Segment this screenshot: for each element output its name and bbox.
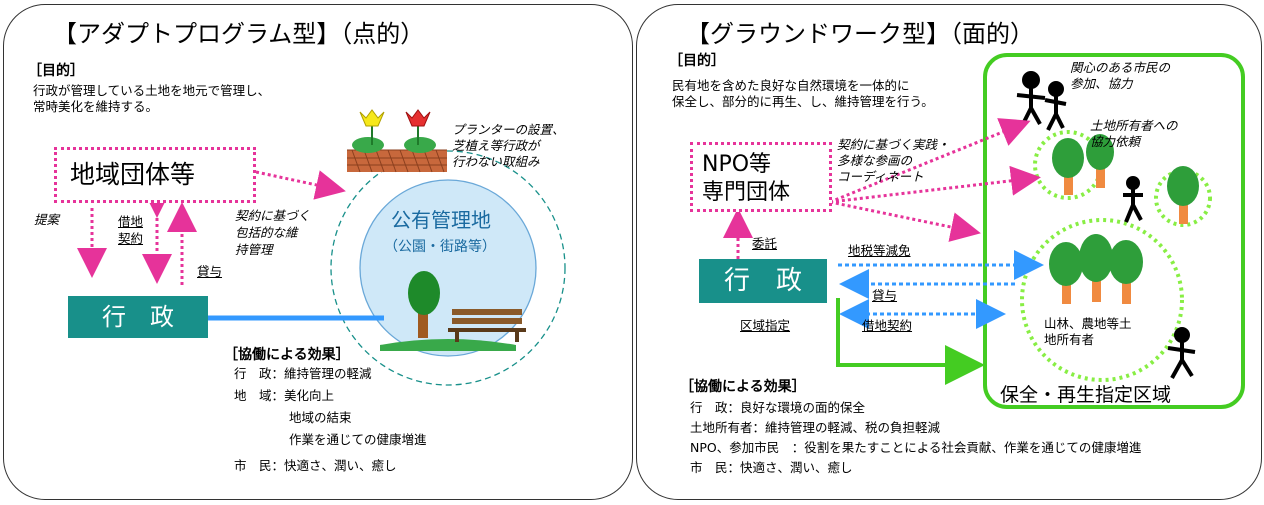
right-effect-2: 土地所有者：維持管理の軽減、税の負担軽減	[690, 420, 941, 435]
label-borrow-2: 契約	[118, 231, 144, 246]
org-box-label: 地域団体等	[70, 160, 196, 189]
planter-area-circle	[330, 150, 566, 386]
label-tax-exempt: 地税等減免	[848, 243, 911, 258]
npo-box-line-1: NPO等	[702, 152, 772, 177]
right-gov-box: 行 政	[699, 259, 827, 303]
planter-note-2: 芝植え等行政が	[452, 138, 540, 153]
coordinate-note-2: 多様な参画の	[837, 153, 913, 168]
planter-note-1: プランターの設置、	[452, 122, 565, 137]
forest-owners-2: 地所有者	[1044, 332, 1095, 347]
owners-request-1: 土地所有者への	[1090, 118, 1178, 133]
label-borrow-contract: 借地契約	[862, 318, 913, 333]
forest-owners-1: 山林、農地等土	[1044, 316, 1132, 331]
label-commission: 委託	[752, 236, 778, 251]
zone-label: 保全・再生指定区域	[1000, 384, 1172, 406]
left-effect-5: 市 民：快適さ、潤い、癒し	[234, 458, 397, 473]
left-title: 【アダプトプログラム型】（点的）	[53, 20, 425, 48]
right-effect-1: 行 政：良好な環境の面的保全	[690, 400, 866, 415]
left-effect-1: 行 政：維持管理の軽減	[234, 366, 372, 381]
arrow-npo-owners	[829, 165, 1041, 204]
citizens-label-2: 参加、協力	[1070, 76, 1133, 91]
arrow-org-to-planter	[255, 170, 346, 200]
right-effects-heading: ［協働による効果］	[680, 379, 806, 395]
land-subtitle: （公園・街路等）	[384, 239, 496, 255]
left-gov-box: 行 政	[68, 296, 208, 338]
label-lend: 貸与	[197, 264, 223, 279]
right-purpose-line-2: 保全し、部分的に再生、し、維持管理を行う。	[672, 94, 934, 109]
planter-illustration	[347, 109, 447, 173]
arrow-npo-citizens	[829, 118, 1031, 204]
people-illustration	[1016, 71, 1196, 379]
coordinate-note-3: コーディネート	[837, 169, 924, 184]
right-effect-4: 市 民：快適さ、潤い、癒し	[690, 460, 853, 475]
land-title: 公有管理地	[391, 208, 491, 232]
contract-note-3: 持管理	[235, 242, 273, 257]
designated-zone	[983, 53, 1245, 409]
right-effect-3: NPO、参加市民 ：役割を果たすことによる社会貢献、作業を通じての健康増進	[690, 440, 1142, 455]
left-effects-heading: ［協働による効果］	[224, 347, 350, 363]
right-title: 【グラウンドワーク型】（面的）	[686, 20, 1034, 48]
left-purpose-line-2: 常時美化を維持する。	[33, 99, 159, 114]
npo-box-line-2: 専門団体	[702, 180, 791, 205]
arrow-npo-forest	[829, 200, 981, 242]
contract-note-2: 包括的な維	[235, 225, 298, 240]
right-purpose-line-1: 民有地を含めた良好な自然環境を一体的に	[672, 78, 910, 93]
label-zone-designation: 区域指定	[740, 318, 791, 333]
label-lend-right: 貸与	[872, 288, 898, 303]
label-borrow-1: 借地	[118, 214, 144, 229]
right-purpose-heading: ［目的］	[669, 53, 725, 69]
park-illustration	[380, 271, 526, 351]
left-effect-2: 地 域：美化向上	[234, 388, 335, 403]
planter-note-3: 行わない取組み	[452, 154, 540, 169]
left-effect-4: 作業を通じての健康増進	[289, 432, 427, 447]
left-purpose-line-1: 行政が管理している土地を地元で管理し、	[33, 83, 271, 98]
npo-box	[690, 142, 832, 212]
right-panel	[636, 4, 1262, 500]
label-propose: 提案	[34, 212, 60, 227]
coordinate-note-1: 契約に基づく実践・	[837, 137, 950, 152]
forest-trees-illustration	[1049, 134, 1199, 304]
left-purpose-heading: ［目的］	[28, 63, 84, 79]
left-effect-3: 地域の結束	[289, 410, 352, 425]
owners-request-2: 協力依頼	[1090, 134, 1141, 149]
arrow-zone-designation	[836, 298, 985, 385]
citizens-label-1: 関心のある市民の	[1070, 60, 1171, 75]
org-box	[54, 147, 256, 203]
contract-note-1: 契約に基づく	[235, 208, 311, 223]
